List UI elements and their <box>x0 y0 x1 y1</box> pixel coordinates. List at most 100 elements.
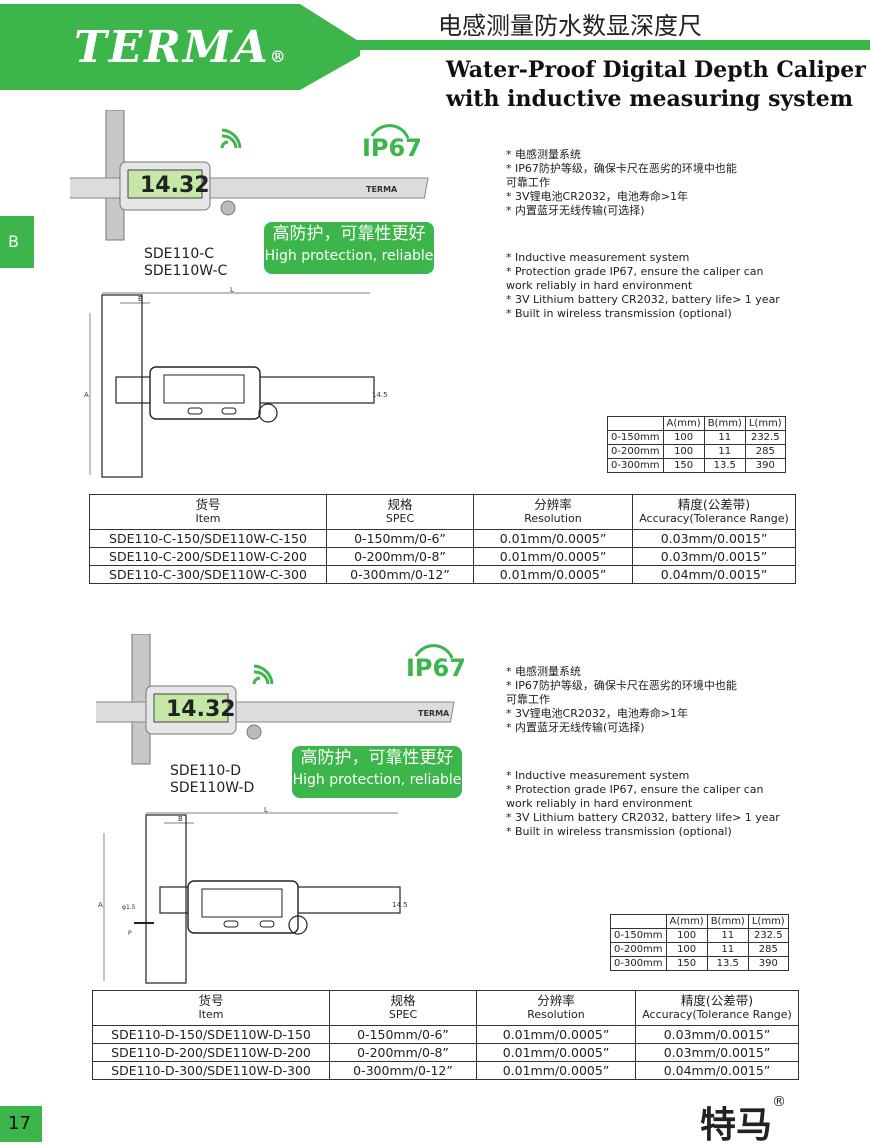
dims-cell: 285 <box>744 444 786 459</box>
ip67-arc-icon <box>410 636 456 670</box>
dims-cell: 0-300mm <box>610 956 667 971</box>
spec-cell: SDE110-C-150/SDE110W-C-150 <box>89 529 327 548</box>
feature-line: 可靠工作 <box>506 176 550 189</box>
spec-header: 精度(公差带)Accuracy(Tolerance Range) <box>632 494 796 530</box>
caliper-photo-c: 14.32 TERMA <box>53 109 450 250</box>
caliper-d-illustration: 14.32 TERMA <box>79 633 455 765</box>
dims-cell: 150 <box>662 458 705 473</box>
spec-cell: 0.03mm/0.0015” <box>632 547 796 566</box>
feature-line: * Built in wireless transmission (option… <box>506 825 732 838</box>
spec-cell: 0.01mm/0.0005” <box>476 1061 636 1080</box>
section-tab: B <box>0 216 34 268</box>
protection-badge: 高防护，可靠性更好 High protection, reliable <box>264 222 434 274</box>
dims-header: B(mm) <box>706 914 749 929</box>
features-en-c: * Inductive measurement system * Protect… <box>506 251 780 321</box>
spec-cell: 0-200mm/0-8” <box>326 547 474 566</box>
dims-header: L(mm) <box>744 416 786 431</box>
model-name: SDE110W-D <box>170 780 255 796</box>
brand-logo-text: TERMA <box>74 22 270 73</box>
spec-header-cn: 精度(公差带) <box>677 497 751 512</box>
spec-cell: 0.01mm/0.0005” <box>476 1043 636 1062</box>
spec-cell: 0-300mm/0-12” <box>329 1061 477 1080</box>
spec-cell: 0.04mm/0.0015” <box>635 1061 799 1080</box>
footer-brand-reg: ® <box>772 1094 786 1110</box>
table-row: SDE110-D-200/SDE110W-D-200 0-200mm/0-8” … <box>92 1043 799 1062</box>
feature-line: * 内置蓝牙无线传输(可选择) <box>506 721 645 734</box>
feature-line: * 电感测量系统 <box>506 665 581 678</box>
dims-cell: 0-150mm <box>610 928 667 943</box>
dims-cell: 11 <box>703 444 746 459</box>
lcd-reading-d: 14.32 <box>166 697 236 722</box>
protection-badge-cn: 高防护，可靠性更好 <box>300 748 454 768</box>
feature-line: * 电感测量系统 <box>506 148 581 161</box>
dims-table-c: A(mm) B(mm) L(mm) 0-150mm 100 11 232.5 0… <box>607 416 786 473</box>
table-row: SDE110-D-150/SDE110W-D-150 0-150mm/0-6” … <box>92 1025 799 1044</box>
spec-header-cn: 分辨率 <box>537 993 575 1008</box>
table-row: SDE110-C-300/SDE110W-C-300 0-300mm/0-12”… <box>89 565 796 584</box>
footer-brand: 特马 <box>700 1105 773 1146</box>
dim-label-b: B <box>178 815 183 823</box>
spec-cell: 0.01mm/0.0005” <box>476 1025 636 1044</box>
dims-cell: 13.5 <box>703 458 746 473</box>
feature-line: * Protection grade IP67, ensure the cali… <box>506 783 764 796</box>
table-row: SDE110-C-200/SDE110W-C-200 0-200mm/0-8” … <box>89 547 796 566</box>
feature-line: * 3V锂电池CR2032，电池寿命>1年 <box>506 707 689 720</box>
spec-header-cn: 货号 <box>198 993 224 1008</box>
feature-line: * 3V Lithium battery CR2032, battery lif… <box>506 293 780 306</box>
dims-cell: 13.5 <box>706 956 749 971</box>
spec-cell: 0-300mm/0-12” <box>326 565 474 584</box>
dim-label-l: L <box>264 806 268 814</box>
dims-table: A(mm) B(mm) L(mm) 0-150mm 100 11 232.5 0… <box>607 416 786 473</box>
spec-cell: SDE110-D-200/SDE110W-D-200 <box>92 1043 330 1062</box>
dims-cell: 0-200mm <box>610 942 667 957</box>
table-row: 0-200mm 100 11 285 <box>607 444 786 459</box>
table-row: 0-150mm 100 11 232.5 <box>607 430 786 445</box>
caliper-d-logo: TERMA <box>418 709 450 718</box>
dims-header: A(mm) <box>662 416 705 431</box>
spec-cell: SDE110-D-150/SDE110W-D-150 <box>92 1025 330 1044</box>
spec-cell: 0.01mm/0.0005” <box>473 547 633 566</box>
brand-logo-reg: ® <box>269 47 288 66</box>
ip67-badge: IP67 <box>362 134 422 162</box>
dim-label-h: 14.5 <box>372 391 388 399</box>
protection-badge: 高防护，可靠性更好 High protection, reliable <box>292 746 462 798</box>
table-row: 0-300mm 150 13.5 390 <box>610 956 789 971</box>
dims-cell: 285 <box>747 942 789 957</box>
spec-cell: 0-150mm/0-6” <box>326 529 474 548</box>
dims-cell: 0-150mm <box>607 430 664 445</box>
spec-header-en: Accuracy(Tolerance Range) <box>639 512 789 525</box>
model-name: SDE110-D <box>170 763 242 779</box>
protection-badge-cn: 高防护，可靠性更好 <box>272 224 426 244</box>
spec-header-en: SPEC <box>388 1008 418 1021</box>
spec-cell: SDE110-C-300/SDE110W-C-300 <box>89 565 327 584</box>
lcd-reading-c: 14.32 <box>140 173 210 198</box>
feature-line: * Protection grade IP67, ensure the cali… <box>506 265 764 278</box>
spec-header-cn: 分辨率 <box>534 497 572 512</box>
protection-badge-en: High protection, reliable <box>292 772 462 788</box>
model-name: SDE110-C <box>144 246 215 262</box>
dim-label-d: φ1.5 <box>122 904 136 911</box>
spec-cell: 0.03mm/0.0015” <box>635 1043 799 1062</box>
dim-label-h: 14.5 <box>392 901 408 909</box>
wireless-icon <box>250 664 274 690</box>
spec-header-en: Resolution <box>527 1008 585 1021</box>
dims-cell: 150 <box>665 956 708 971</box>
dims-cell: 390 <box>744 458 786 473</box>
dims-header: L(mm) <box>747 914 789 929</box>
table-row: SDE110-D-300/SDE110W-D-300 0-300mm/0-12”… <box>92 1061 799 1080</box>
dim-label-p: P <box>128 930 132 937</box>
feature-line: * IP67防护等级，确保卡尺在恶劣的环境中也能 <box>506 679 737 692</box>
spec-cell: 0.01mm/0.0005” <box>473 529 633 548</box>
header-rule <box>300 40 870 50</box>
dims-cell: 100 <box>665 928 708 943</box>
dim-label-b: B <box>138 295 143 303</box>
spec-header-en: Item <box>195 512 221 525</box>
feature-line: * Inductive measurement system <box>506 769 690 782</box>
